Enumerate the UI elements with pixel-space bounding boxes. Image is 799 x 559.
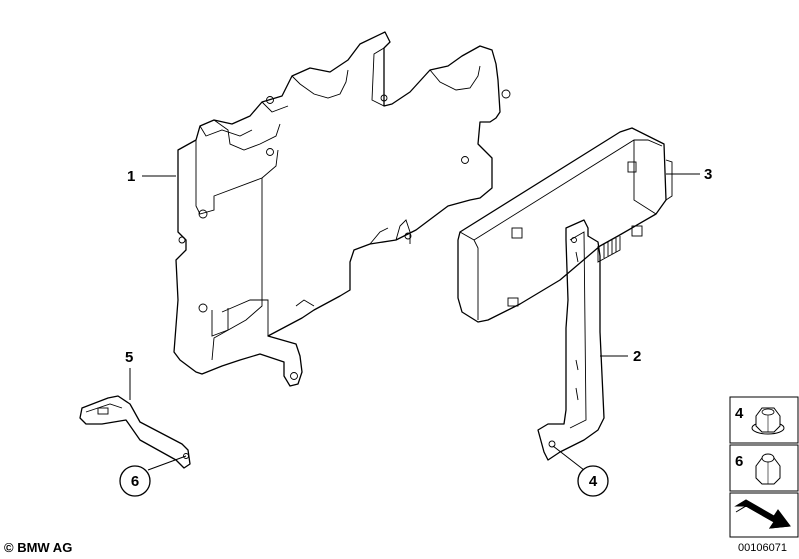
callout-6: 6 [131, 473, 139, 490]
leader-line-4 [552, 445, 585, 471]
callout-2: 2 [633, 348, 641, 365]
legend-label-6: 6 [735, 453, 743, 470]
legend-box-arrow [729, 492, 799, 538]
callout-1: 1 [127, 168, 135, 185]
callout-4-circle [577, 465, 609, 497]
callout-5: 5 [125, 349, 133, 366]
legend-box-hex-nut: 4 [729, 396, 799, 444]
bracket-frame-part-1 [173, 31, 511, 387]
small-bracket-part-5 [79, 395, 191, 469]
hex-flange-nut-icon [751, 407, 785, 435]
copyright-text: © BMW AG [4, 540, 73, 555]
cap-nut-icon [755, 453, 781, 485]
callout-3: 3 [704, 166, 712, 183]
leader-line-6 [147, 455, 187, 471]
control-unit-part-3 [457, 127, 673, 323]
legend-label-4: 4 [735, 405, 744, 422]
support-bracket-part-2 [537, 219, 605, 461]
arrow-icon [734, 499, 791, 529]
callout-6-circle [119, 465, 151, 497]
document-number: 00106071 [738, 542, 787, 554]
legend-box-cap-nut: 6 [729, 444, 799, 492]
callout-4: 4 [589, 473, 598, 490]
leader-lines [129, 173, 700, 471]
